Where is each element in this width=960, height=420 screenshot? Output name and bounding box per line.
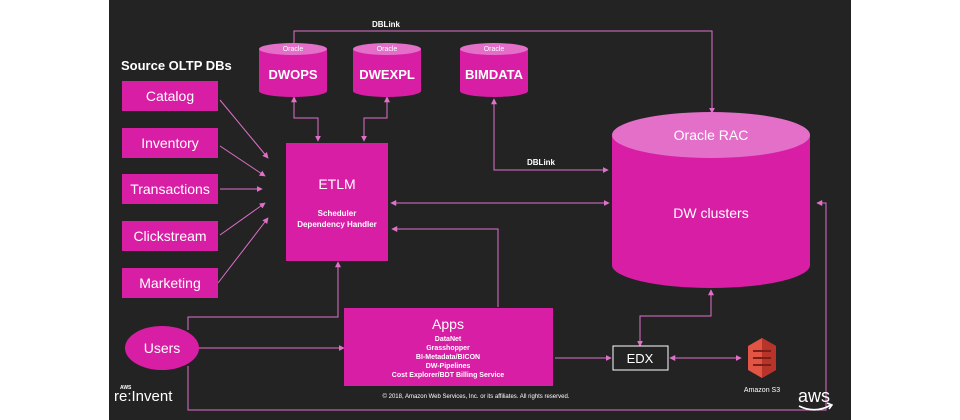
db-engine-label: Oracle [377,46,398,53]
dblink-mid-line [491,98,609,173]
etlm-box: ETLM Scheduler Dependency Handler [286,143,388,261]
arrow-inventory-etlm [219,145,266,177]
apps-item: Grasshopper [426,345,470,352]
edx-label: EDX [627,351,654,366]
apps-box: Apps DataNet Grasshopper BI-Metadata/BIC… [344,308,553,386]
reinvent-aws-small: AWS [120,385,132,391]
etlm-line-1: Scheduler [318,209,357,218]
aws-logo: aws [798,386,834,411]
source-clickstream: Clickstream [122,221,218,251]
source-catalog: Catalog [122,81,218,111]
link-dwops-etlm [291,96,321,142]
db-engine-label: Oracle [283,46,304,53]
source-marketing: Marketing [122,268,218,298]
dblink-top-label: DBLink [372,20,401,29]
reinvent-wordmark: re:Invent [114,388,173,405]
s3-label: Amazon S3 [744,387,780,394]
users-label: Users [144,340,181,356]
rac-top-label: Oracle RAC [674,127,749,143]
apps-item: Cost Explorer/BDT Billing Service [392,372,505,379]
source-label: Clickstream [133,228,206,244]
etlm-title: ETLM [318,176,355,192]
db-name: BIMDATA [465,67,524,82]
source-label: Catalog [146,88,194,104]
db-dwexpl: Oracle DWEXPL [353,43,421,97]
link-apps-etlm [391,226,499,307]
arrow-clickstream-etlm [219,202,266,236]
link-dwexpl-etlm [361,96,390,142]
users-node: Users [125,326,199,370]
source-label: Inventory [141,135,199,151]
apps-title: Apps [432,316,464,332]
apps-item: DataNet [435,336,462,343]
source-label: Transactions [130,181,210,197]
source-inventory: Inventory [122,128,218,158]
copyright-text: © 2018, Amazon Web Services, Inc. or its… [383,393,570,400]
db-bimdata: Oracle BIMDATA [460,43,528,97]
link-users-etlm [187,261,341,330]
aws-wordmark: aws [798,386,830,406]
source-label: Marketing [139,275,200,291]
rac-body-label: DW clusters [673,205,748,221]
edx-box: EDX [612,345,669,371]
arrow-marketing-etlm [217,217,269,284]
source-transactions: Transactions [122,174,218,204]
arrow-catalog-etlm [219,99,269,159]
apps-item: DW-Pipelines [426,363,471,370]
apps-item: BI-Metadata/BICON [416,354,480,361]
db-name: DWEXPL [359,67,415,82]
dblink-mid-label: DBLink [527,158,556,167]
link-users-rac-loop [187,200,827,411]
connectors [187,30,827,411]
db-engine-label: Oracle [484,46,505,53]
oracle-rac-cylinder: Oracle RAC DW clusters [612,112,810,288]
dblink-top-line [293,30,715,114]
db-dwops: Oracle DWOPS [259,43,327,97]
amazon-s3-icon [748,338,776,378]
reinvent-logo: AWS re:Invent [114,385,173,405]
db-name: DWOPS [268,67,317,82]
link-edx-rac [637,289,714,347]
etlm-line-2: Dependency Handler [297,220,377,229]
source-title: Source OLTP DBs [121,58,232,73]
